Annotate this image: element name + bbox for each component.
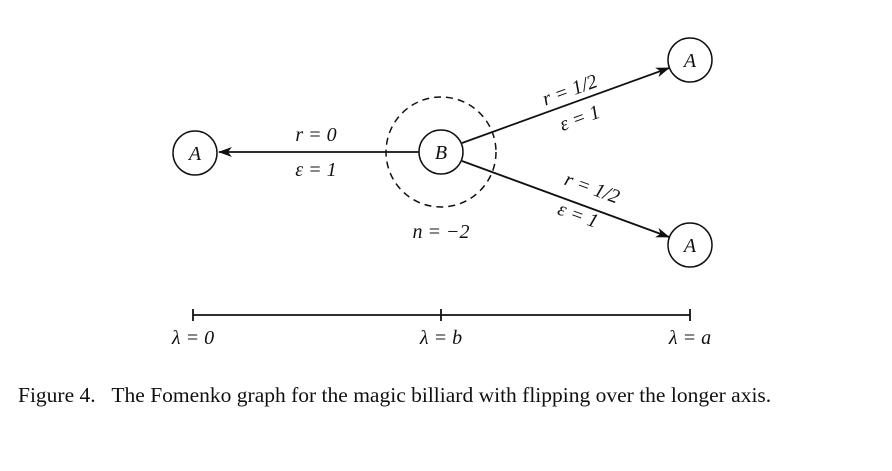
node-label: A [682,235,697,257]
bottom-edge-eps-label: ε = 1 [555,198,601,233]
node-top-right-A: A [667,37,713,83]
node-left-A: A [172,130,218,176]
lambda-scale: λ = 0 λ = b λ = a [171,309,711,349]
left-edge-eps-label: ε = 1 [295,159,336,181]
atom-mark-label: n = −2 [413,221,470,243]
scale-label-middle: λ = b [419,327,462,349]
scale-label-end: λ = a [668,327,711,349]
node-label: A [682,50,697,72]
caption-text: The Fomenko graph for the magic billiard… [111,383,772,407]
node-bottom-right-A: A [667,222,713,268]
node-center-B: B [418,129,464,175]
node-label: B [435,142,447,164]
edge-to-top-right-A [461,67,670,144]
figure-caption: Figure 4. The Fomenko graph for the magi… [18,378,878,412]
caption-label: Figure 4. [18,383,96,407]
left-edge-r-label: r = 0 [295,124,336,146]
edge-to-bottom-right-A [461,160,670,238]
scale-label-start: λ = 0 [171,327,214,349]
node-label: A [187,143,202,165]
